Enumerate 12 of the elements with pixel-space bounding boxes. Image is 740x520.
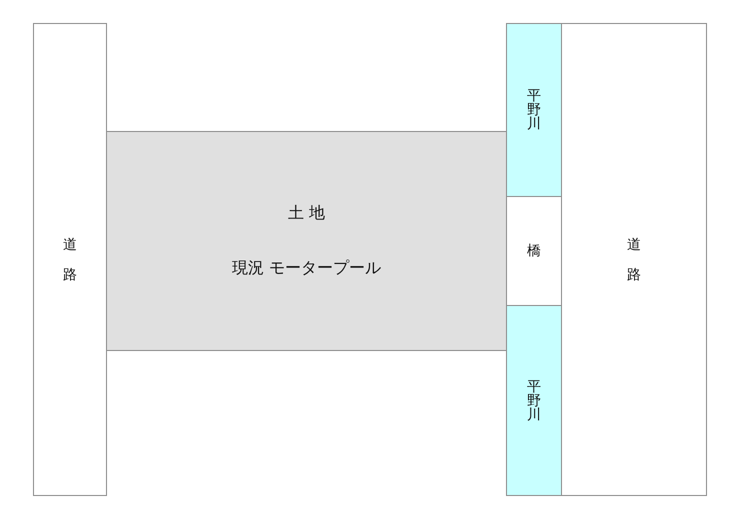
strip-label: 道路 [63,236,77,284]
strip-label: 平野川 [527,380,541,422]
road-strip [33,23,107,496]
strip-label: 道路 [627,236,641,284]
river-strip [506,305,562,496]
area-title: 土 地 [288,203,326,224]
river-strip [506,23,562,197]
strip-label: 平野川 [527,89,541,131]
area-note: 現況 モータープール [232,258,382,279]
strip-label: 橋 [527,244,541,258]
road-strip [561,23,707,496]
land-area [106,131,507,351]
